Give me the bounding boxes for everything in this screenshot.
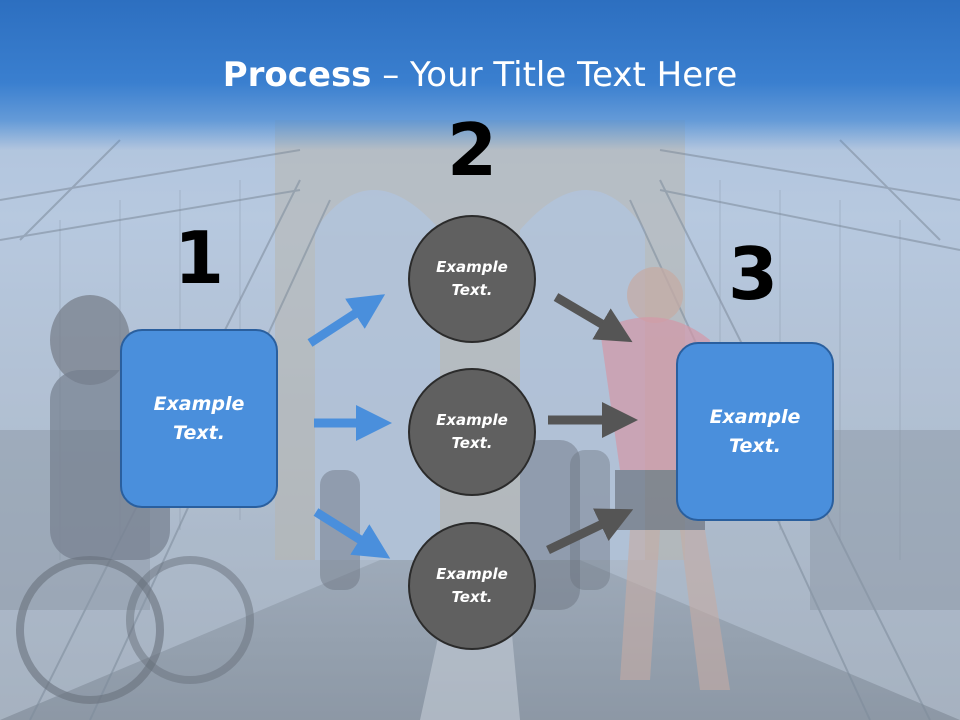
- right-arrow-icon: [313, 508, 391, 559]
- step-3-box: Example Text.: [676, 342, 834, 521]
- step-2-circle-3: Example Text.: [408, 522, 536, 650]
- step-1-box: Example Text.: [120, 329, 278, 508]
- step-1-text: Example Text.: [153, 392, 245, 444]
- step-number-3: 3: [727, 232, 779, 316]
- slide-title: Process – Your Title Text Here: [0, 52, 960, 98]
- step-3-text: Example Text.: [709, 405, 801, 457]
- title-rest: – Your Title Text Here: [371, 55, 738, 95]
- title-bold: Process: [222, 55, 372, 95]
- right-arrow-icon: [546, 508, 634, 555]
- right-arrow-icon: [553, 293, 633, 343]
- step-2-circle-2: Example Text.: [408, 368, 536, 496]
- circle-2-text: Example Text.: [436, 411, 508, 452]
- circle-3-text: Example Text.: [436, 565, 508, 606]
- right-arrow-icon: [307, 294, 386, 347]
- circle-1-text: Example Text.: [436, 258, 508, 299]
- step-2-circle-1: Example Text.: [408, 215, 536, 343]
- step-number-2: 2: [446, 108, 498, 192]
- title-band: [0, 0, 960, 150]
- step-number-1: 1: [173, 216, 225, 300]
